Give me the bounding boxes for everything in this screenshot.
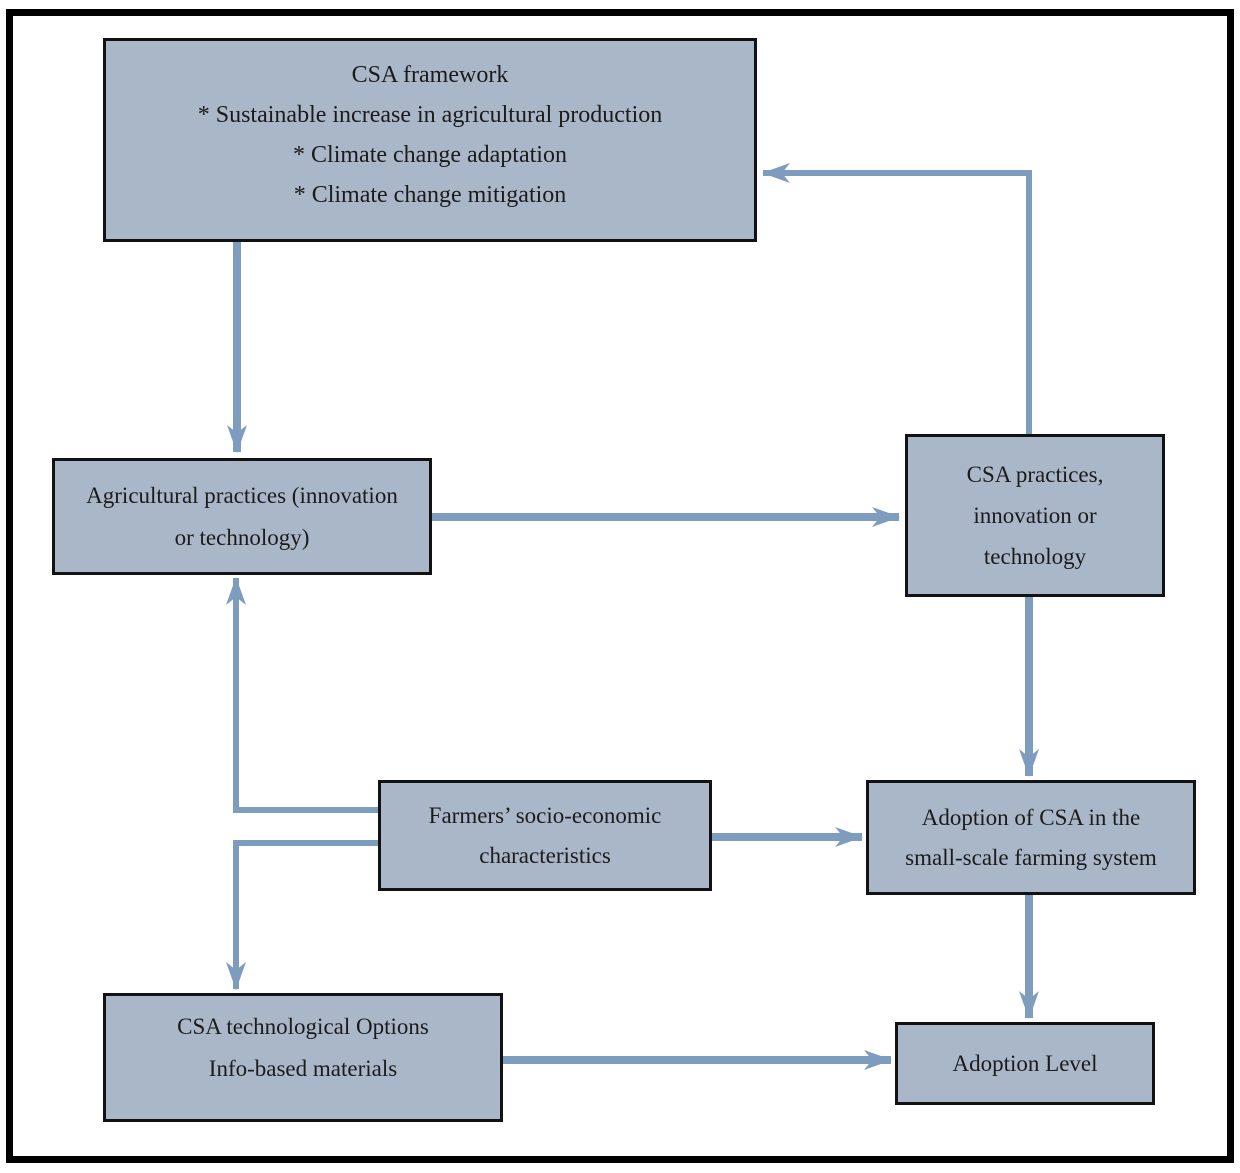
box-csa-practices-line: CSA practices, [966, 462, 1104, 487]
box-farmers-characteristics: Farmers’ socio-economic characteristics [378, 780, 712, 891]
box-csa-practices-line: technology [983, 544, 1087, 569]
arrow-csapractices-to-framework [762, 163, 1032, 436]
box-adoption-of-csa-line: small-scale farming system [905, 844, 1157, 870]
box-csa-framework-title: CSA framework [351, 62, 509, 88]
arrow-farmers-to-csatech [226, 840, 378, 990]
box-adoption-level: Adoption Level [895, 1022, 1155, 1105]
box-adoption-of-csa: Adoption of CSA in the small-scale farmi… [866, 780, 1196, 895]
box-adoption-of-csa-line: Adoption of CSA in the [921, 804, 1141, 830]
box-agricultural-practices-line: Agricultural practices (innovation [86, 482, 398, 508]
box-csa-framework-item: * Climate change adaptation [293, 142, 567, 168]
box-adoption-level-line: Adoption Level [952, 1050, 1098, 1076]
box-csa-framework-item: * Sustainable increase in agricultural p… [197, 102, 663, 128]
arrow-farmers-to-agripractices [226, 577, 378, 813]
box-csa-tech-options: CSA technological Options Info-based mat… [103, 993, 503, 1122]
box-csa-practices-line: innovation or [973, 503, 1097, 528]
box-agricultural-practices: Agricultural practices (innovation or te… [52, 458, 432, 575]
box-farmers-characteristics-line: characteristics [479, 842, 611, 868]
box-csa-practices: CSA practices, innovation or technology [905, 434, 1165, 597]
box-csa-tech-options-line: Info-based materials [208, 1056, 398, 1081]
box-agricultural-practices-line: or technology) [174, 524, 310, 550]
box-csa-tech-options-line: CSA technological Options [177, 1014, 429, 1039]
box-csa-framework-item: * Climate change mitigation [293, 182, 567, 208]
box-farmers-characteristics-line: Farmers’ socio-economic [428, 802, 662, 828]
box-csa-framework: CSA framework * Sustainable increase in … [103, 38, 757, 242]
